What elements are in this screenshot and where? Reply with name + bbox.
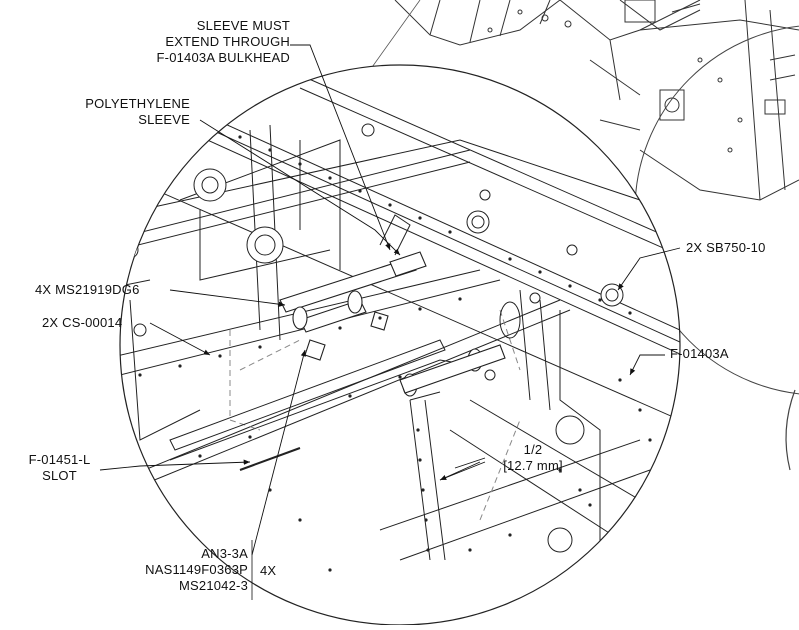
callout-f01403a: F-01403A xyxy=(670,346,729,361)
leader-cs00014 xyxy=(149,322,211,356)
callout-cs00014: 2X CS-00014 xyxy=(42,315,123,330)
callout-sb750: 2X SB750-10 xyxy=(686,240,766,255)
callout-ms21919: 4X MS21919DG6 xyxy=(35,282,140,297)
background-structure xyxy=(394,0,799,201)
leader-f01403a xyxy=(629,354,665,376)
detail-contents xyxy=(120,65,680,572)
leader-f01451 xyxy=(99,459,251,471)
callout-polyethylene-sleeve: POLYETHYLENE SLEEVE xyxy=(85,96,190,127)
leader-ms21919 xyxy=(169,289,286,307)
callout-f01451-slot: F-01451-L SLOT xyxy=(28,452,91,483)
detail-circle-main xyxy=(119,64,681,626)
leader-sb750 xyxy=(617,247,681,291)
leader-an3 xyxy=(251,349,307,556)
leader-sleeve-must xyxy=(290,44,391,251)
callout-sleeve-must: SLEEVE MUST EXTEND THROUGH F-01403A BULK… xyxy=(156,18,290,65)
callout-an3-hardware: AN3-3A NAS1149F0363P MS21042-3 xyxy=(145,546,248,593)
leader-lines xyxy=(99,44,681,600)
dimension-half-inch: 1/2 [12.7 mm] xyxy=(503,442,563,473)
leader-poly-sleeve xyxy=(199,119,401,256)
callout-an3-qty: 4X xyxy=(260,563,277,578)
